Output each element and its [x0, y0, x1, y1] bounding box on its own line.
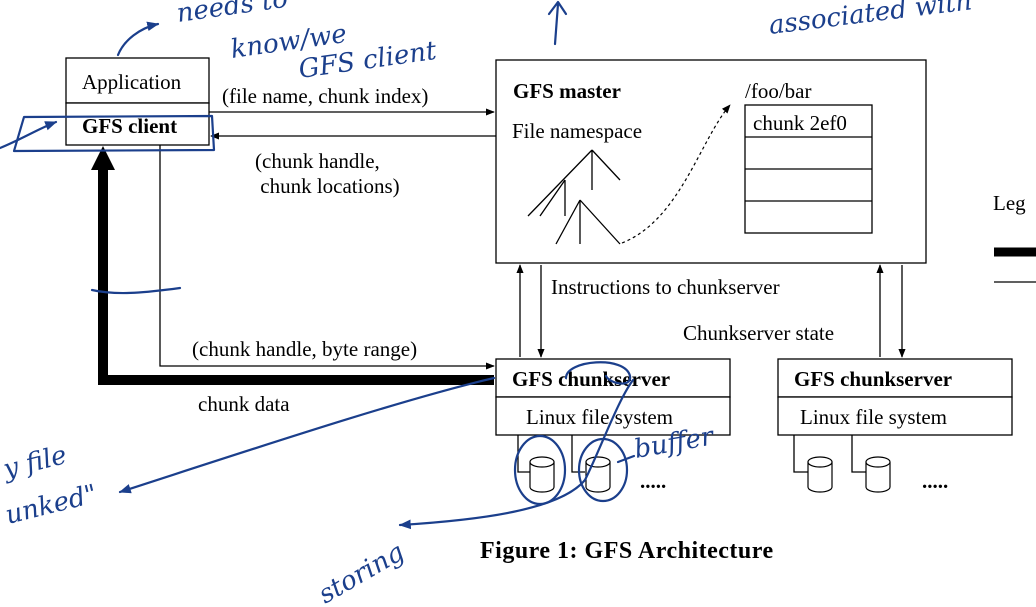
figure-caption: Figure 1: GFS Architecture [480, 538, 774, 564]
linux-fs-1-label: Linux file system [526, 405, 673, 429]
chunkserver-box-2: GFS chunkserver Linux file system ..... [777, 358, 1013, 493]
note-file-1: y file [0, 440, 70, 485]
byte-range-label: (chunk handle, byte range) [192, 337, 417, 361]
application-label: Application [82, 70, 182, 94]
gfs-client-label: GFS client [82, 114, 177, 138]
chunk-table: chunk 2ef0 [744, 104, 873, 234]
legend-fragment: Leg [993, 191, 1036, 283]
note-storing: storing [314, 537, 410, 607]
gfs-master-label: GFS master [513, 79, 621, 103]
data-path-thick-line [98, 165, 494, 385]
disk-connectors-1 [517, 435, 585, 473]
chunkserver-2-label: GFS chunkserver [794, 367, 952, 391]
more-disks-dots-1: ..... [640, 469, 666, 493]
chunkserver-state-label: Chunkserver state [683, 321, 834, 345]
reply-label-1: (chunk handle, [255, 149, 380, 173]
chunk-data-label: chunk data [198, 392, 290, 416]
path-label: /foo/bar [745, 79, 811, 103]
dashed-pointer [621, 104, 731, 244]
namespace-tree-icon [527, 149, 621, 245]
request-label: (file name, chunk index) [222, 84, 428, 108]
gfs-client-box: GFS client [65, 102, 210, 146]
control-path-line [159, 145, 495, 370]
file-namespace-label: File namespace [512, 119, 642, 143]
reply-label-2: chunk locations) [255, 174, 400, 198]
gfs-master-box: GFS master File namespace /foo/bar chunk… [495, 59, 927, 264]
instructions-label: Instructions to chunkserver [551, 275, 780, 299]
disk-connectors-2 [793, 435, 866, 473]
disk-icon [585, 456, 611, 493]
disk-icon [865, 456, 891, 493]
chunk-id-label: chunk 2ef0 [753, 111, 847, 135]
legend-label: Leg [993, 191, 1026, 215]
data-path-arrowhead [91, 146, 115, 170]
disk-icon [529, 456, 555, 493]
disk-icon [807, 456, 833, 493]
chunkserver-1-label: GFS chunkserver [512, 367, 670, 391]
note-needs-to: needs to [175, 0, 290, 29]
more-disks-dots-2: ..... [922, 469, 948, 493]
note-associated: associated with [767, 0, 974, 41]
note-file-2: unked" [2, 479, 100, 531]
linux-fs-2-label: Linux file system [800, 405, 947, 429]
application-box: Application [65, 57, 210, 104]
